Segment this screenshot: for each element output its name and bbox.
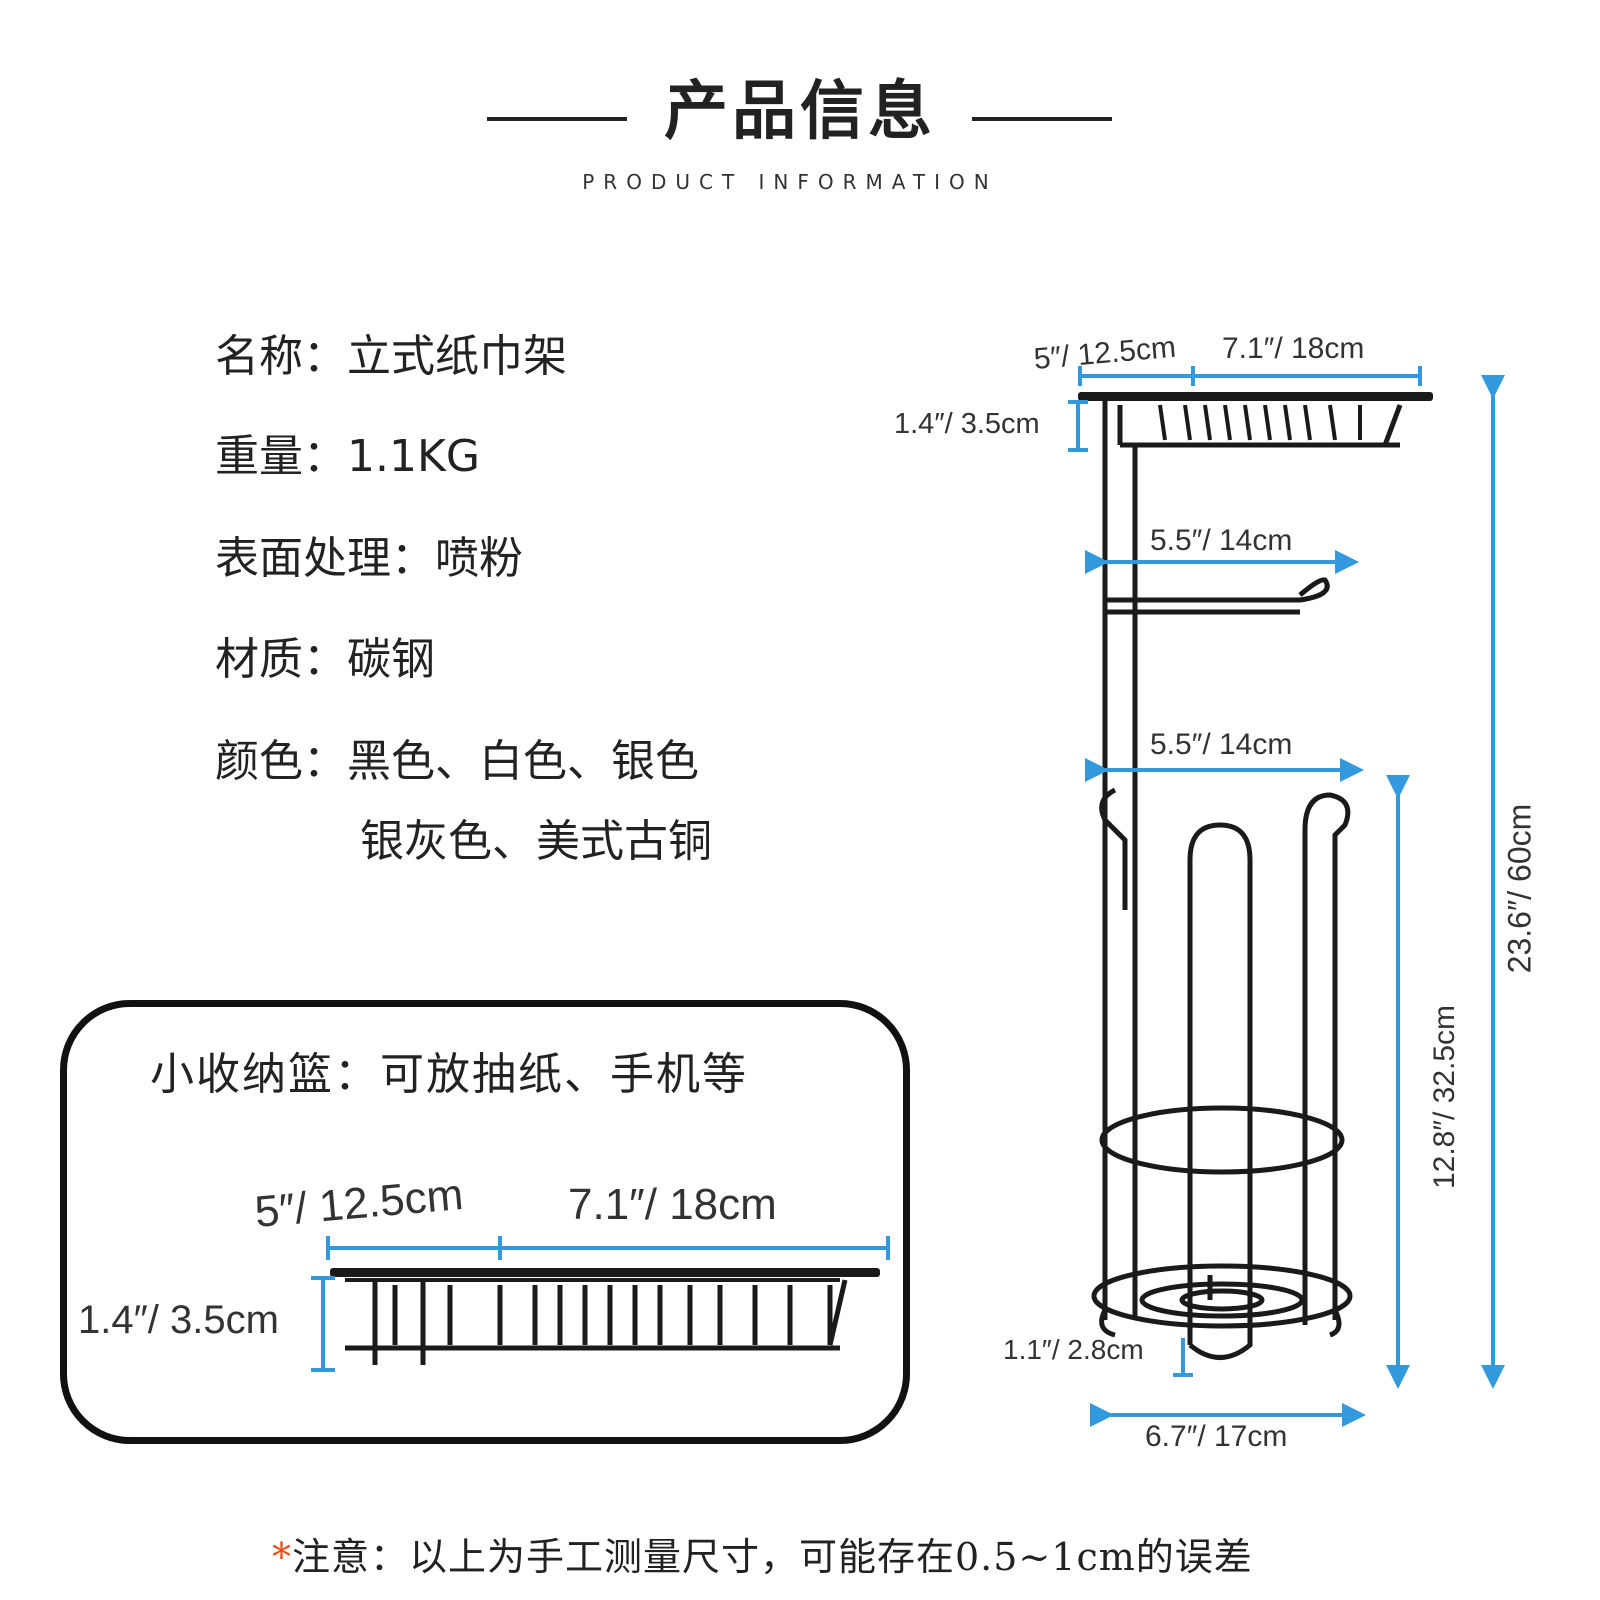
- footer-note: *注意：以上为手工测量尺寸，可能存在0.5~1cm的误差: [272, 1532, 1253, 1582]
- spec-color-continued: 银灰色、美式古铜: [360, 816, 712, 867]
- stand-total-height: 23.6″/ 60cm: [1501, 803, 1538, 974]
- stand-dimension-lines: [1068, 366, 1505, 1427]
- page-subtitle: PRODUCT INFORMATION: [582, 170, 998, 194]
- basket-dim-length: 7.1″/ 18cm: [568, 1180, 777, 1229]
- spec-color-value: 黑色、白色、银色: [347, 736, 699, 787]
- header-right-rule: [972, 117, 1112, 121]
- basket-callout-box: [60, 1000, 910, 1444]
- spec-finish-value: 喷粉: [435, 533, 523, 584]
- spec-material: 材质：碳钢: [215, 633, 435, 687]
- spec-weight: 重量：1.1KG: [215, 430, 480, 484]
- stand-storage-height: 12.8″/ 32.5cm: [1428, 1004, 1461, 1190]
- stand-base-width: 6.7″/ 17cm: [1145, 1420, 1288, 1453]
- spec-finish-label: 表面处理：: [215, 533, 435, 584]
- basket-dim-height: 1.4″/ 3.5cm: [78, 1298, 279, 1342]
- spec-color: 颜色：黑色、白色、银色: [215, 735, 699, 789]
- spec-weight-label: 重量：: [215, 431, 347, 482]
- spec-material-value: 碳钢: [347, 634, 435, 685]
- page-title: 产品信息: [664, 75, 936, 149]
- basket-callout-title: 小收纳篮：可放抽纸、手机等: [150, 1049, 748, 1100]
- footer-note-star: *: [272, 1535, 292, 1579]
- spec-name-value: 立式纸巾架: [347, 331, 567, 382]
- basket-closeup-drawing: [330, 1268, 880, 1365]
- header-left-rule: [487, 117, 627, 121]
- stand-storage-width: 5.5″/ 14cm: [1150, 728, 1293, 761]
- spec-name: 名称：立式纸巾架: [215, 330, 567, 384]
- stand-top-length: 7.1″/ 18cm: [1222, 332, 1365, 365]
- stand-base-height: 1.1″/ 2.8cm: [1003, 1334, 1144, 1365]
- spec-name-label: 名称：: [215, 331, 347, 382]
- basket-closeup-dimension-lines: [311, 1236, 890, 1372]
- footer-note-text: 注意：以上为手工测量尺寸，可能存在0.5~1cm的误差: [292, 1535, 1253, 1579]
- spec-finish: 表面处理：喷粉: [215, 532, 523, 586]
- spec-color-label: 颜色：: [215, 736, 347, 787]
- spec-material-label: 材质：: [215, 634, 347, 685]
- stand-top-height: 1.4″/ 3.5cm: [894, 408, 1040, 440]
- spec-weight-value: 1.1KG: [347, 431, 480, 482]
- stand-drawing: [1078, 392, 1433, 1360]
- stand-arm-width: 5.5″/ 14cm: [1150, 524, 1293, 557]
